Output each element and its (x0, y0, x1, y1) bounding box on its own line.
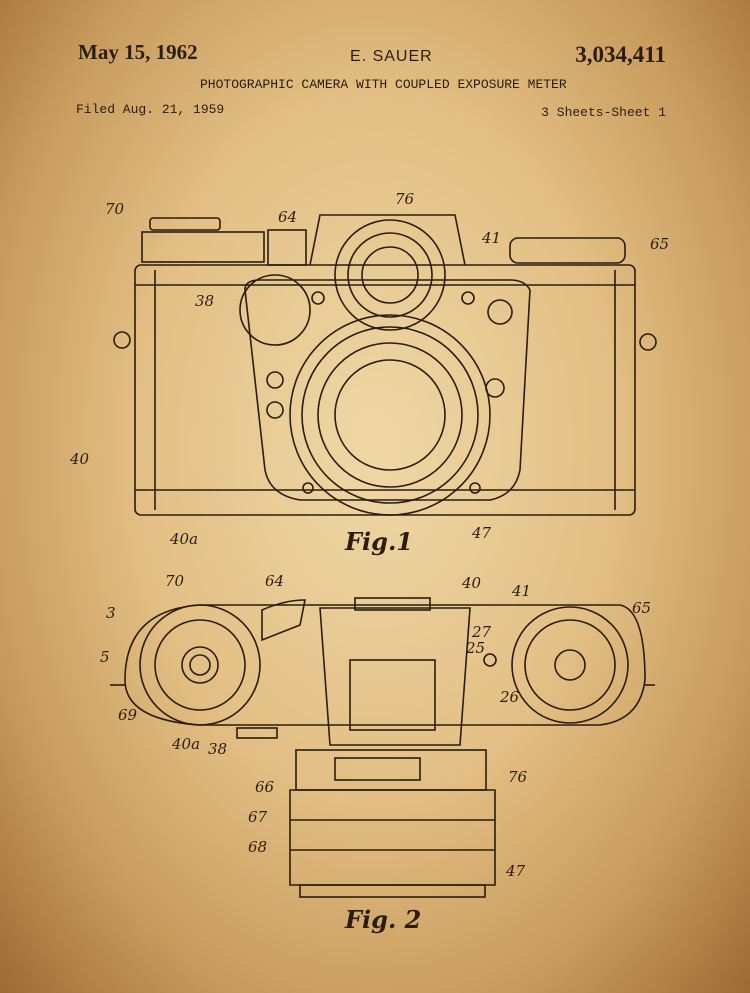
ref-41: 41 (511, 582, 531, 600)
ref-70: 70 (165, 572, 185, 590)
figure-2-camera-top (110, 597, 655, 898)
ref-3: 3 (106, 604, 116, 622)
figure-1-caption: Fig.1 (344, 527, 413, 556)
ref-76: 76 (508, 768, 528, 786)
inventor-name: E. SAUER (350, 48, 433, 65)
ref-67: 67 (248, 808, 268, 826)
ref-76: 76 (395, 190, 415, 208)
ref-40a: 40a (169, 530, 198, 548)
ref-69: 69 (118, 706, 138, 724)
ref-70: 70 (105, 200, 125, 218)
figure-1-labels: 70 64 76 41 65 38 40 40a 47 Fig.1 (69, 190, 669, 556)
ref-38: 38 (208, 740, 227, 758)
sheet-count: 3 Sheets-Sheet 1 (541, 105, 666, 120)
ref-66: 66 (255, 778, 275, 796)
ref-64: 64 (265, 572, 284, 590)
ref-65: 65 (632, 599, 651, 617)
ref-68: 68 (248, 838, 267, 856)
patent-title: PHOTOGRAPHIC CAMERA WITH COUPLED EXPOSUR… (200, 77, 567, 92)
ref-40: 40 (461, 574, 482, 592)
ref-26: 26 (499, 688, 520, 706)
ref-27: 27 (471, 623, 492, 641)
filed-date: Filed Aug. 21, 1959 (76, 102, 225, 117)
ref-47: 47 (471, 524, 492, 542)
ref-5: 5 (100, 648, 110, 666)
patent-date: May 15, 1962 (78, 40, 198, 64)
patent-number: 3,034,411 (575, 42, 666, 67)
ref-40a: 40a (171, 735, 200, 753)
ref-64: 64 (278, 208, 297, 226)
ref-38: 38 (195, 292, 214, 310)
figure-2-caption: Fig. 2 (344, 905, 421, 934)
ref-41: 41 (481, 229, 501, 247)
ref-47: 47 (505, 862, 526, 880)
figure-2-labels: 70 64 40 41 65 3 5 27 25 26 69 40a 38 66… (100, 572, 651, 934)
ref-40: 40 (69, 450, 90, 468)
figure-1-camera-front (113, 214, 657, 516)
ref-65: 65 (650, 235, 669, 253)
ref-25: 25 (465, 639, 485, 657)
